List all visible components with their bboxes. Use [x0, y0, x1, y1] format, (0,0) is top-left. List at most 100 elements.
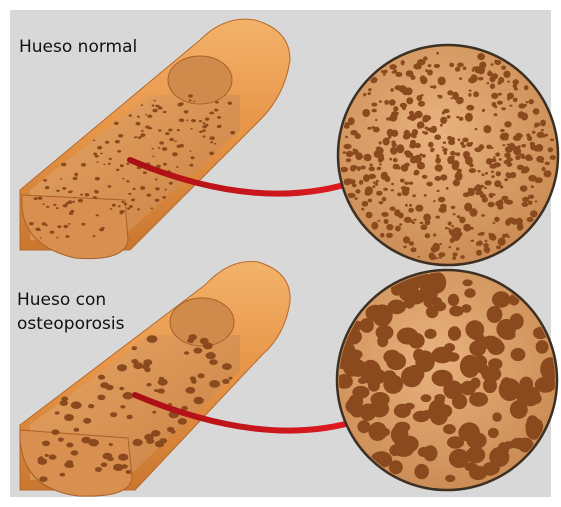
pore	[502, 144, 505, 146]
pore	[381, 70, 384, 73]
pore	[345, 136, 348, 138]
pore	[528, 201, 533, 205]
pore	[109, 443, 113, 446]
pore	[53, 204, 56, 206]
pore	[448, 326, 461, 341]
pore	[489, 76, 495, 82]
pore	[376, 180, 379, 183]
pore	[346, 178, 352, 182]
pore	[428, 142, 434, 148]
pore	[470, 74, 477, 82]
pore	[351, 131, 355, 135]
pore	[394, 422, 410, 433]
pore	[478, 77, 484, 81]
pore	[343, 151, 346, 154]
pore	[418, 101, 425, 107]
pore	[469, 168, 476, 173]
pore	[343, 144, 351, 149]
pore	[425, 233, 431, 238]
pore	[367, 127, 371, 130]
pore	[386, 117, 389, 120]
pore	[435, 158, 441, 164]
pore	[449, 306, 463, 317]
pore	[439, 243, 442, 245]
pore	[504, 441, 515, 449]
pore	[97, 395, 105, 401]
pore	[440, 174, 447, 180]
pore	[355, 133, 361, 139]
pore	[154, 100, 156, 102]
pore	[362, 201, 369, 207]
pore	[517, 165, 524, 170]
pore	[147, 115, 152, 118]
pore	[469, 466, 487, 480]
pore	[456, 152, 460, 156]
pore	[523, 186, 527, 190]
pore	[492, 291, 510, 307]
pore	[443, 141, 446, 144]
pore	[465, 320, 484, 339]
pore	[228, 102, 233, 105]
pore	[394, 209, 401, 216]
pore	[205, 118, 210, 121]
pore	[447, 136, 452, 140]
pore	[152, 411, 156, 414]
pore	[489, 193, 494, 198]
pore	[66, 443, 73, 448]
pore	[229, 377, 233, 380]
pore	[402, 189, 409, 196]
pore	[39, 456, 43, 459]
pore	[372, 109, 377, 113]
pore	[456, 100, 459, 103]
pore	[190, 376, 196, 380]
pore	[426, 182, 433, 187]
pore	[489, 164, 496, 169]
pore	[433, 233, 436, 236]
pore	[399, 285, 415, 301]
pore	[521, 202, 528, 207]
pore	[469, 392, 488, 407]
pore	[497, 205, 503, 210]
pore	[477, 170, 480, 172]
pore	[435, 164, 443, 171]
pore	[530, 393, 541, 404]
pore	[93, 140, 96, 142]
pore	[95, 177, 100, 181]
pore	[521, 170, 527, 174]
pore	[390, 207, 396, 211]
pore	[43, 203, 45, 205]
pore	[457, 215, 461, 218]
pore	[506, 172, 510, 177]
pore	[465, 113, 473, 122]
pore	[534, 146, 541, 151]
pore	[168, 129, 172, 132]
pore	[403, 246, 407, 249]
pore	[65, 235, 69, 238]
pore	[541, 129, 544, 131]
pore	[449, 159, 451, 162]
pore	[176, 166, 179, 168]
pore	[515, 133, 522, 139]
pore	[368, 380, 380, 392]
pore	[353, 165, 357, 169]
pore	[451, 206, 456, 210]
label-osteoporotic-bone-line2: osteoporosis	[17, 313, 124, 335]
pore	[452, 92, 459, 99]
pore	[119, 387, 124, 390]
pore	[203, 122, 206, 124]
pore	[108, 185, 112, 188]
pore	[417, 127, 420, 129]
pore	[521, 113, 528, 121]
pore	[500, 129, 505, 132]
pore	[484, 187, 487, 189]
pore	[524, 85, 529, 90]
pore	[169, 138, 174, 141]
pore	[488, 70, 491, 72]
pore	[438, 95, 442, 99]
pore	[491, 63, 494, 66]
pore	[145, 114, 147, 115]
pore	[215, 101, 219, 104]
pore	[467, 190, 475, 196]
pore	[550, 139, 554, 142]
